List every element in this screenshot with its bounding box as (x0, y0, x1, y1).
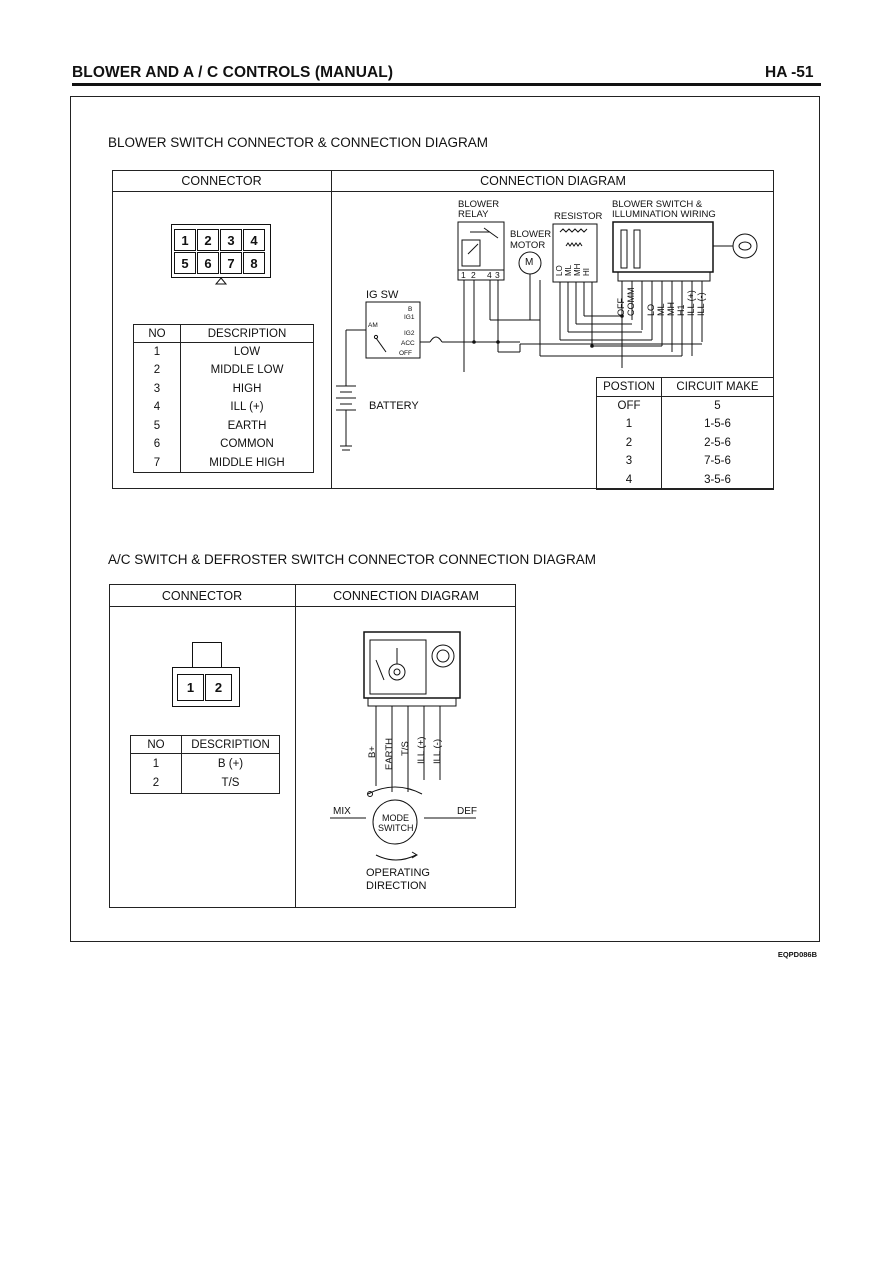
pin-description: EARTH (180, 416, 314, 435)
ac-section-title: A/C SWITCH & DEFROSTER SWITCH CONNECTOR … (108, 552, 597, 567)
pin-description: MIDDLE HIGH (180, 453, 314, 473)
blower-pin-1: 1 (174, 229, 196, 251)
label-switch: SWITCH (378, 823, 414, 833)
pin-description: LOW (180, 342, 314, 361)
ig-pos-ig1: IG1 (404, 314, 415, 321)
label-resistor: RESISTOR (554, 211, 603, 222)
label-ig-sw: IG SW (366, 289, 399, 301)
relay-pin-4: 4 (487, 270, 492, 280)
page-title: BLOWER AND A / C CONTROLS (MANUAL) (72, 64, 394, 81)
ac-panel (109, 584, 516, 908)
circuit-value: 2-5-6 (661, 433, 774, 452)
figure-code: EQPD086B (777, 950, 817, 959)
label-battery: BATTERY (369, 400, 419, 412)
blower-pin-7: 7 (220, 252, 242, 274)
ac-wiring-diagram (330, 631, 476, 861)
pin-description: MIDDLE LOW (180, 361, 314, 380)
pin-description: HIGH (180, 379, 314, 398)
label-switch-wiring-1: BLOWER SWITCH & (612, 199, 703, 210)
ac-connector-outline (172, 667, 240, 707)
relay-pin-2: 2 (471, 270, 476, 280)
circuit-value: 5 (661, 396, 774, 415)
ig-pos-ig2: IG2 (404, 330, 415, 337)
ac-connector-key (192, 642, 222, 668)
label-mix: MIX (333, 806, 351, 817)
ac-panel-header-rule (109, 606, 516, 607)
ac-col-diagram: CONNECTION DIAGRAM (333, 589, 479, 603)
label-direction: DIRECTION (366, 880, 427, 892)
blower-panel-header-rule (112, 191, 774, 192)
blower-pin-3: 3 (220, 229, 242, 251)
table-header-description: DESCRIPTION (181, 735, 280, 754)
relay-pin-1: 1 (461, 270, 466, 280)
blower-pin-2: 2 (197, 229, 219, 251)
ac-wire-b-plus: B+ (367, 746, 378, 758)
ig-pos-off: OFF (399, 350, 412, 357)
circuit-value: 1-5-6 (661, 415, 774, 434)
ac-wire-ill-minus: ILL (-) (432, 739, 443, 764)
ac-wire-ts: T/S (400, 741, 411, 756)
header-rule (72, 83, 821, 86)
label-blower-relay-2: RELAY (458, 209, 489, 220)
blower-pin-5: 5 (174, 252, 196, 274)
ac-wire-earth: EARTH (384, 737, 395, 770)
ac-pin-1: 1 (177, 674, 204, 701)
connector-key-icon (214, 277, 228, 285)
label-blower-motor-2: MOTOR (510, 240, 546, 251)
blower-col-diagram: CONNECTION DIAGRAM (480, 174, 626, 188)
figure-frame (70, 96, 820, 942)
ig-pos-b: B (408, 306, 413, 313)
label-def: DEF (457, 806, 477, 817)
motor-symbol: M (525, 257, 534, 268)
label-blower-motor-1: BLOWER (510, 229, 552, 240)
ac-pin-2: 2 (205, 674, 232, 701)
table-header-description: DESCRIPTION (180, 324, 314, 343)
blower-wiring-diagram (336, 221, 758, 451)
table-header-position: POSTION (596, 377, 662, 397)
label-switch-wiring-2: ILLUMINATION WIRING (612, 209, 716, 220)
blower-col-connector: CONNECTOR (181, 174, 262, 188)
label-mode: MODE (382, 813, 409, 823)
circuit-value: 7-5-6 (661, 452, 774, 471)
pin-description: COMMON (180, 435, 314, 454)
pin-description: B (+) (181, 753, 280, 774)
relay-pin-3: 3 (495, 270, 500, 280)
blower-panel-divider (331, 170, 332, 489)
blower-pin-8: 8 (243, 252, 265, 274)
blower-pin-4: 4 (243, 229, 265, 251)
table-header-no: NO (133, 324, 181, 343)
page-number: HA -51 (765, 64, 814, 81)
blower-pin-6: 6 (197, 252, 219, 274)
pin-description: T/S (181, 773, 280, 794)
label-operating: OPERATING (366, 867, 430, 879)
blower-section-title: BLOWER SWITCH CONNECTOR & CONNECTION DIA… (108, 135, 489, 150)
ac-wire-ill-plus: ILL (+) (416, 736, 427, 764)
blower-panel (112, 170, 774, 489)
circuit-value: 3-5-6 (661, 470, 774, 490)
ig-am: AM (368, 322, 378, 329)
pin-description: ILL (+) (180, 398, 314, 417)
ac-col-connector: CONNECTOR (161, 589, 243, 603)
ac-panel-divider (295, 584, 296, 908)
label-blower-relay-1: BLOWER (458, 199, 500, 210)
ig-pos-acc: ACC (401, 340, 415, 347)
table-header-circuit: CIRCUIT MAKE (661, 377, 774, 397)
